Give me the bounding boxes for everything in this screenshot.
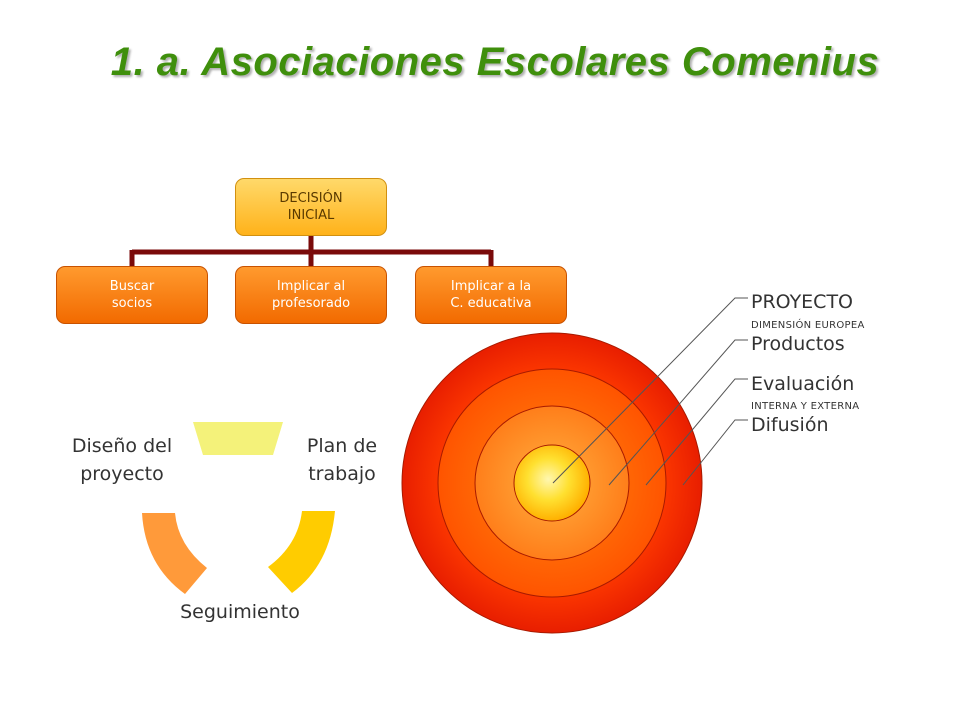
- cycle-label-seguimiento: Seguimiento: [180, 601, 300, 623]
- leader-proyecto: [552, 297, 748, 484]
- leader-productos: [608, 339, 748, 486]
- cycle-arrows: [142, 422, 335, 594]
- cycle-label-diseno: Diseño del proyecto: [71, 435, 173, 485]
- layer-sublabel-proyecto: DIMENSIÓN EUROPEA: [751, 320, 865, 331]
- implicar-comunidad-box: Implicar a la C. educativa: [415, 266, 567, 324]
- cycle-segment-top: [193, 422, 283, 455]
- leader-lines: [552, 297, 748, 486]
- decision-inicial-box: DECISIÓN INICIAL: [235, 178, 387, 236]
- concentric-layers: [401, 332, 703, 634]
- leader-difusion: [682, 419, 748, 486]
- implicar-profesorado-box: Implicar al profesorado: [235, 266, 387, 324]
- buscar-socios-box: Buscar socios: [56, 266, 208, 324]
- layer-sublabel-evaluacion: INTERNA Y EXTERNA: [751, 401, 860, 412]
- leader-evaluacion: [645, 378, 748, 486]
- layer-label-proyecto: PROYECTO: [751, 291, 854, 313]
- cycle-label-plan: Plan de trabajo: [306, 435, 378, 485]
- page-title: 1. a. Asociaciones Escolares Comenius: [110, 40, 880, 84]
- cycle-segment-left: [142, 513, 207, 594]
- layer-label-difusion: Difusión: [751, 414, 829, 436]
- layer-label-productos: Productos: [751, 333, 845, 355]
- org-chart-connectors: [129, 236, 494, 267]
- cycle-segment-right: [268, 511, 335, 593]
- layer-label-evaluacion: Evaluación: [751, 373, 855, 395]
